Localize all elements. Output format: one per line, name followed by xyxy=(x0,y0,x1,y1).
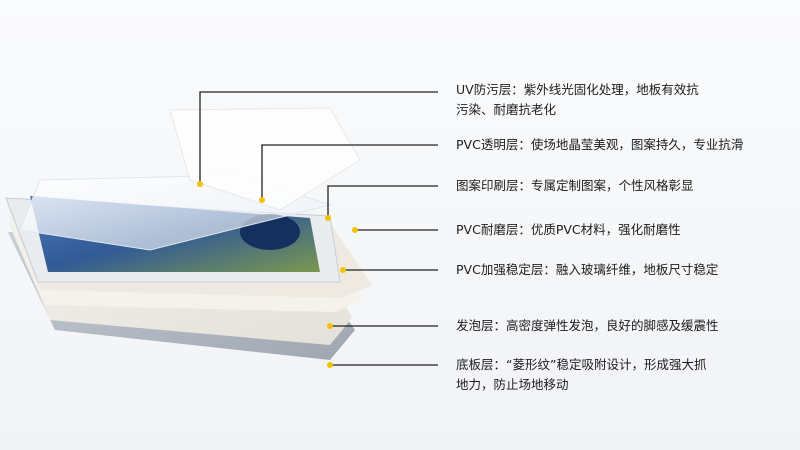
label-uv-line-2: 污染、耐磨抗老化 xyxy=(456,100,796,120)
label-pvc-wear: PVC耐磨层：优质PVC材料，强化耐磨性 xyxy=(456,220,796,240)
label-pvc-wear-line-1: PVC耐磨层：优质PVC材料，强化耐磨性 xyxy=(456,220,796,240)
label-foam-line-1: 发泡层：高密度弹性发泡，良好的脚感及缓震性 xyxy=(456,316,796,336)
dot-base xyxy=(327,362,333,368)
label-base: 底板层：“菱形纹”稳定吸附设计，形成强大抓 地力，防止场地移动 xyxy=(456,355,796,395)
label-uv: UV防污层：紫外线光固化处理，地板有效抗 污染、耐磨抗老化 xyxy=(456,80,796,120)
dot-foam xyxy=(327,323,333,329)
dot-pvc-clear xyxy=(259,197,265,203)
leader-print xyxy=(328,186,438,218)
label-pvc-reinforce: PVC加强稳定层：融入玻璃纤维，地板尺寸稳定 xyxy=(456,260,796,280)
label-print-line-1: 图案印刷层：专属定制图案，个性风格彰显 xyxy=(456,176,796,196)
dot-print xyxy=(325,215,331,221)
floor-layers xyxy=(6,108,372,360)
label-pvc-clear-line-1: PVC透明层：使场地晶莹美观，图案持久，专业抗滑 xyxy=(456,135,796,155)
label-foam: 发泡层：高密度弹性发泡，良好的脚感及缓震性 xyxy=(456,316,796,336)
dot-uv xyxy=(197,181,203,187)
dot-pvc-wear xyxy=(352,227,358,233)
label-base-line-1: 底板层：“菱形纹”稳定吸附设计，形成强大抓 xyxy=(456,355,796,375)
label-print: 图案印刷层：专属定制图案，个性风格彰显 xyxy=(456,176,796,196)
label-pvc-reinforce-line-1: PVC加强稳定层：融入玻璃纤维，地板尺寸稳定 xyxy=(456,260,796,280)
label-pvc-clear: PVC透明层：使场地晶莹美观，图案持久，专业抗滑 xyxy=(456,135,796,155)
label-base-line-2: 地力，防止场地移动 xyxy=(456,375,796,395)
label-uv-line-1: UV防污层：紫外线光固化处理，地板有效抗 xyxy=(456,80,796,100)
dot-pvc-reinforce xyxy=(340,267,346,273)
